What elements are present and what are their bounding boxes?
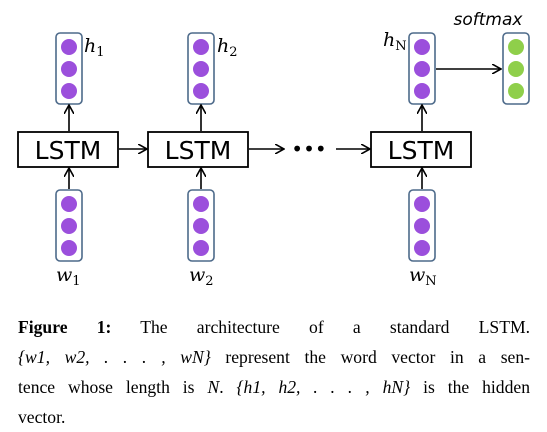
caption-line-4: vector. [18,402,530,432]
softmax-node [508,83,524,99]
caption-line-1: Figure 1: The architecture of a standard… [18,312,530,342]
caption-line-2-text: represent the word vector in a sen- [210,347,531,367]
hidden-node [193,83,209,99]
input-vector-1 [55,189,83,262]
hidden-node [414,61,430,77]
hidden-label-2: h2 [217,35,238,60]
hidden-node [193,61,209,77]
hidden-vector-2 [187,32,215,105]
lstm-cell-N: LSTM [370,131,472,168]
figure-label: Figure 1: [18,317,112,337]
input-node [193,240,209,256]
input-node [414,218,430,234]
input-node [414,196,430,212]
lstm-cell-1-label: LSTM [35,136,102,165]
figure-caption: Figure 1: The architecture of a standard… [18,312,530,432]
lstm-cell-N-label: LSTM [388,136,455,165]
input-node [193,196,209,212]
input-label-1: w1 [56,264,81,289]
input-node [61,196,77,212]
caption-hidden-set: {h1, h2, . . . , hN} [236,377,411,397]
hidden-node [61,83,77,99]
softmax-vector [502,32,530,105]
caption-line-3-text-a: tence whose length is [18,377,208,397]
hidden-vector-1 [55,32,83,105]
hidden-label-1: h1 [84,35,105,60]
ellipsis: ••• [291,137,326,161]
hidden-node [61,39,77,55]
input-vector-2 [187,189,215,262]
input-node [414,240,430,256]
lstm-cell-2: LSTM [147,131,249,168]
input-node [193,218,209,234]
input-label-N: wN [409,264,437,289]
hidden-node [414,39,430,55]
input-node [61,218,77,234]
caption-line-3-text-b: . [219,377,237,397]
caption-line-3-text-c: is the hidden [410,377,531,397]
softmax-node [508,39,524,55]
caption-line-2: {w1, w2, . . . , wN} represent the word … [18,342,530,372]
lstm-cell-1: LSTM [17,131,119,168]
input-label-2: w2 [189,264,214,289]
lstm-cell-2-label: LSTM [165,136,232,165]
caption-line-4-text: vector. [18,407,66,427]
caption-length-var: N [207,377,220,397]
caption-line-1-text: The architecture of a standard LSTM. [111,317,530,337]
caption-line-3: tence whose length is N. {h1, h2, . . . … [18,372,530,402]
hidden-node [414,83,430,99]
input-node [61,240,77,256]
hidden-node [193,39,209,55]
softmax-node [508,61,524,77]
caption-word-set: {w1, w2, . . . , wN} [18,347,211,367]
hidden-label-N: hN [383,29,407,54]
hidden-node [61,61,77,77]
input-vector-N [408,189,436,262]
hidden-vector-N [408,32,436,105]
softmax-label: softmax [454,10,524,30]
